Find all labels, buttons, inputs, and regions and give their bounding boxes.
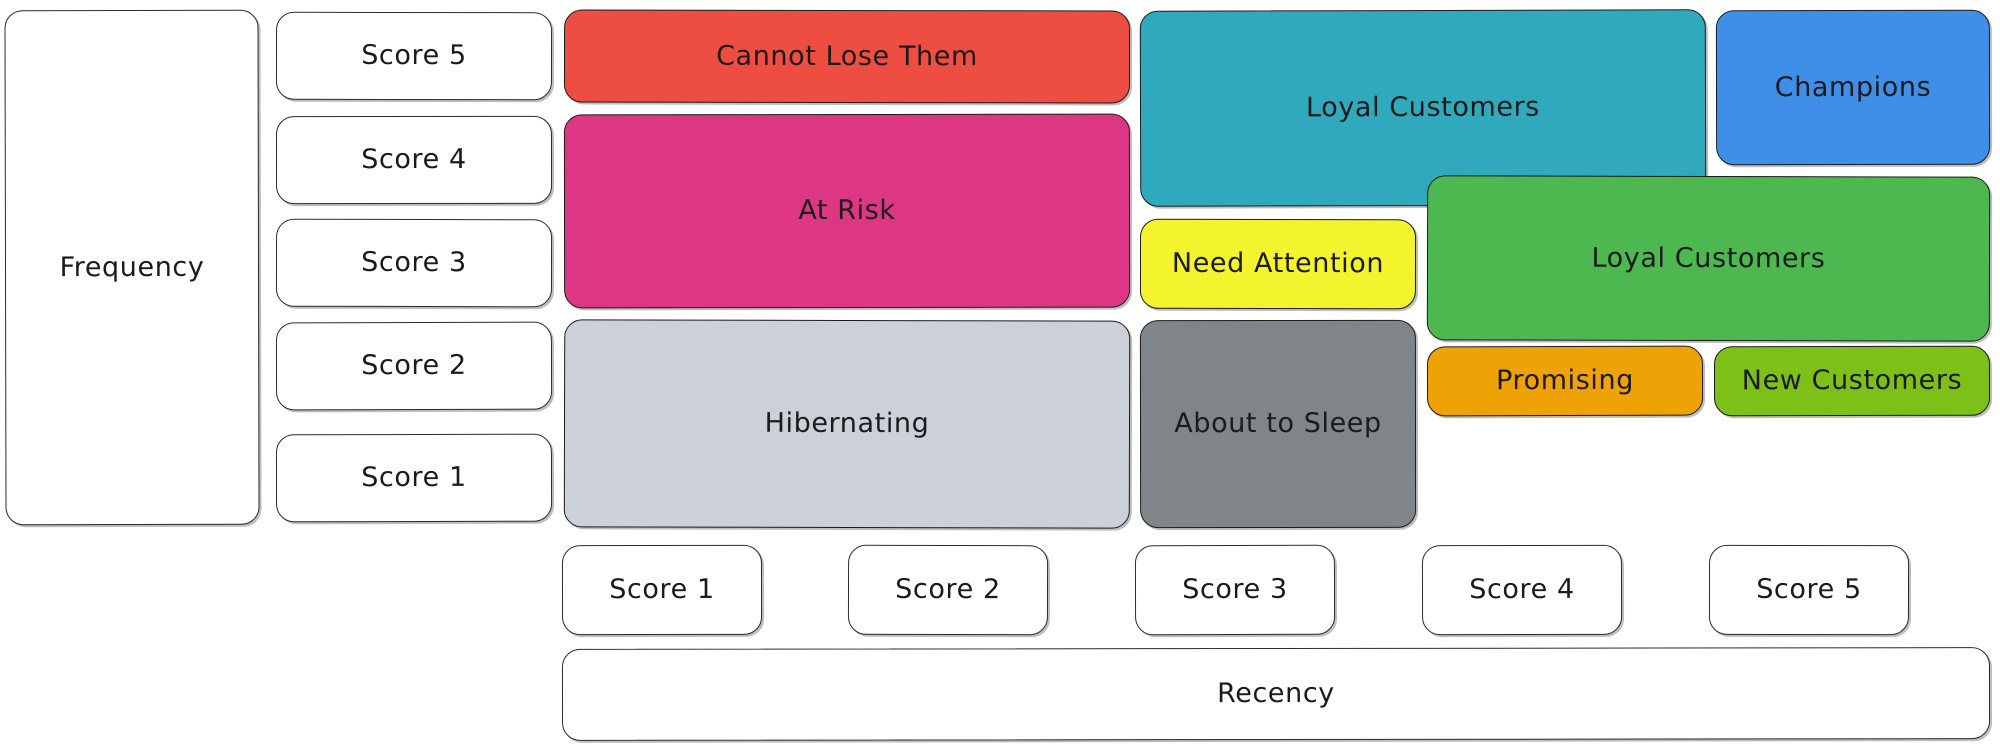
segment-cannot-lose-them[interactable]: Cannot Lose Them — [563, 9, 1131, 104]
recency-score-label-5-text: Score 5 — [1756, 574, 1862, 606]
recency-score-label-3[interactable]: Score 3 — [1134, 544, 1336, 636]
recency-score-label-2[interactable]: Score 2 — [847, 544, 1049, 636]
axis-label-frequency: Frequency — [4, 9, 260, 526]
frequency-score-label-2[interactable]: Score 2 — [275, 321, 553, 411]
segment-cannot-lose-them-label: Cannot Lose Them — [716, 40, 978, 73]
axis-label-recency-text: Recency — [1217, 678, 1335, 710]
segment-about-to-sleep[interactable]: About to Sleep — [1139, 319, 1417, 529]
frequency-score-label-5-text: Score 5 — [361, 40, 467, 72]
segment-loyal-customers-green-label: Loyal Customers — [1591, 242, 1826, 275]
segment-need-attention[interactable]: Need Attention — [1139, 218, 1417, 310]
segment-new-customers[interactable]: New Customers — [1713, 345, 1991, 417]
segment-hibernating-label: Hibernating — [764, 408, 930, 440]
segment-loyal-customers-teal-label: Loyal Customers — [1305, 92, 1540, 124]
recency-score-label-1[interactable]: Score 1 — [561, 544, 763, 636]
segment-promising[interactable]: Promising — [1426, 345, 1704, 417]
frequency-score-label-1-text: Score 1 — [361, 462, 467, 494]
frequency-score-label-1[interactable]: Score 1 — [275, 433, 553, 523]
frequency-score-label-3[interactable]: Score 3 — [275, 218, 553, 308]
frequency-score-label-4[interactable]: Score 4 — [275, 115, 553, 205]
segment-about-to-sleep-label: About to Sleep — [1174, 408, 1382, 440]
recency-score-label-1-text: Score 1 — [609, 574, 715, 606]
frequency-score-label-3-text: Score 3 — [361, 247, 467, 279]
recency-score-label-3-text: Score 3 — [1182, 574, 1288, 606]
segment-champions[interactable]: Champions — [1715, 9, 1991, 166]
recency-score-label-4[interactable]: Score 4 — [1421, 544, 1623, 636]
frequency-score-label-2-text: Score 2 — [361, 350, 467, 382]
segment-hibernating[interactable]: Hibernating — [563, 319, 1131, 529]
segment-need-attention-label: Need Attention — [1171, 248, 1385, 280]
recency-score-label-2-text: Score 2 — [895, 574, 1001, 606]
segment-new-customers-label: New Customers — [1741, 365, 1963, 397]
segment-at-risk-label: At Risk — [798, 195, 896, 227]
frequency-score-label-4-text: Score 4 — [361, 144, 467, 176]
recency-score-label-4-text: Score 4 — [1469, 574, 1575, 606]
segment-promising-label: Promising — [1496, 365, 1634, 397]
axis-label-recency: Recency — [561, 647, 1991, 741]
segment-champions-label: Champions — [1774, 71, 1932, 104]
segment-at-risk[interactable]: At Risk — [563, 113, 1131, 309]
recency-score-label-5[interactable]: Score 5 — [1708, 544, 1910, 636]
axis-label-frequency-text: Frequency — [59, 251, 205, 284]
frequency-score-label-5[interactable]: Score 5 — [275, 11, 553, 101]
segment-loyal-customers-green[interactable]: Loyal Customers — [1426, 175, 1991, 342]
